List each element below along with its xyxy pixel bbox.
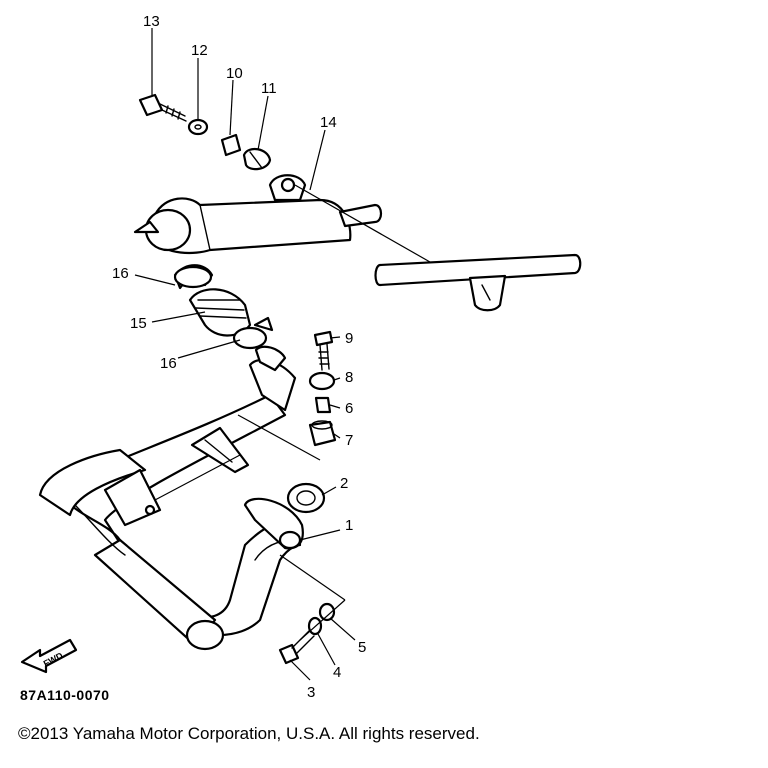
callout-2: 2 — [340, 475, 348, 492]
chamber-stay-bracket — [154, 414, 321, 501]
copyright-text: ©2013 Yamaha Motor Corporation, U.S.A. A… — [18, 724, 480, 743]
callout-3: 3 — [307, 684, 315, 701]
joint-and-clamps — [173, 264, 274, 350]
callout-12: 12 — [191, 42, 208, 59]
callout-13: 13 — [143, 13, 160, 30]
silencer — [133, 174, 383, 255]
exhaust-pipe — [38, 345, 304, 651]
callout-9: 9 — [345, 330, 353, 347]
callout-14: 14 — [320, 114, 337, 131]
drawing-code: 87A110-0070 — [20, 687, 110, 703]
callout-6: 6 — [345, 400, 353, 417]
callout-10: 10 — [226, 65, 243, 82]
callout-15: 15 — [130, 315, 147, 332]
silencer-mount-hardware — [138, 93, 272, 171]
flange-fastener-hardware — [278, 554, 346, 665]
gasket — [286, 482, 326, 514]
callout-16-upper: 16 — [112, 265, 129, 282]
leader-lines — [134, 28, 356, 681]
callout-4: 4 — [333, 664, 341, 681]
callout-labels: 13 12 10 11 14 16 15 16 9 8 6 7 2 1 5 4 … — [112, 13, 366, 701]
fwd-arrow-icon: FWD — [20, 638, 78, 674]
callout-11: 11 — [261, 80, 277, 97]
stay-mount-hardware — [308, 330, 337, 447]
frame-tube — [294, 184, 582, 312]
callout-7: 7 — [345, 432, 353, 449]
callout-1: 1 — [345, 517, 353, 534]
callout-8: 8 — [345, 369, 353, 386]
callout-5: 5 — [358, 639, 366, 656]
callout-16-lower: 16 — [160, 355, 177, 372]
